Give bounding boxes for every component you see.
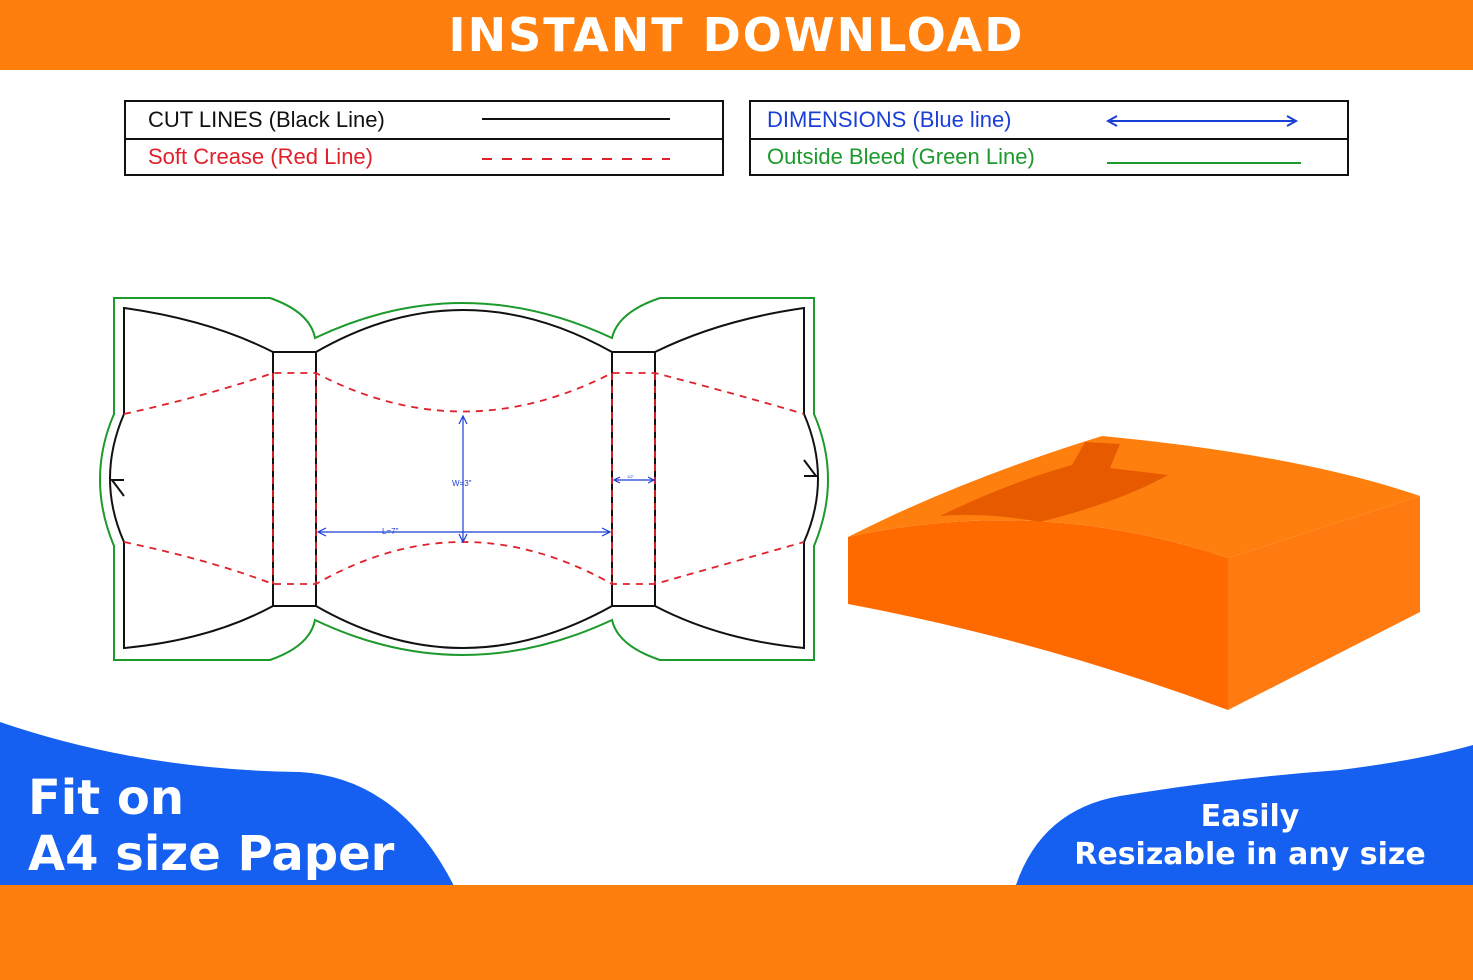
side-dimension-label: 1/2"	[627, 474, 635, 479]
box-top-face	[848, 436, 1420, 558]
top-banner: INSTANT DOWNLOAD	[0, 0, 1473, 70]
fit-a4-caption: Fit on A4 size Paper	[28, 770, 394, 882]
bleed-outline	[99, 297, 829, 661]
banner-title: INSTANT DOWNLOAD	[448, 8, 1025, 62]
legend-left: CUT LINES (Black Line) Soft Crease (Red …	[124, 100, 724, 176]
box-front-face	[848, 520, 1228, 710]
legend-dimensions-row: DIMENSIONS (Blue line)	[751, 102, 1347, 138]
legend-right: DIMENSIONS (Blue line) Outside Bleed (Gr…	[749, 100, 1349, 176]
cut-line-sample	[482, 118, 670, 120]
width-dimension-label: W=3"	[452, 479, 472, 488]
bleed-line-sample	[1107, 162, 1301, 164]
bottom-bar	[0, 885, 1473, 980]
legend-cut-row: CUT LINES (Black Line)	[126, 102, 722, 138]
legend-bleed-row: Outside Bleed (Green Line)	[751, 138, 1347, 174]
cut-outline	[109, 306, 819, 650]
resizable-line2: Resizable in any size	[1074, 837, 1426, 872]
legend-crease-label: Soft Crease (Red Line)	[148, 144, 373, 169]
legend-bleed-label: Outside Bleed (Green Line)	[767, 144, 1035, 169]
fit-a4-line1: Fit on	[28, 770, 185, 826]
length-dimension-label: L=7"	[382, 527, 399, 536]
resizable-caption: Easily Resizable in any size	[1040, 798, 1460, 874]
footer-swoosh-right	[1015, 745, 1473, 888]
legend-dimensions-label: DIMENSIONS (Blue line)	[767, 107, 1012, 132]
box-3d-illustration	[848, 436, 1420, 710]
box-side-face	[1228, 496, 1420, 710]
legend-crease-row: Soft Crease (Red Line)	[126, 138, 722, 174]
resizable-line1: Easily	[1200, 799, 1300, 834]
dimension-lines	[316, 414, 656, 544]
fit-a4-line2: A4 size Paper	[28, 826, 395, 882]
box-tuck-flap	[940, 442, 1168, 522]
footer-swoosh-left	[0, 722, 455, 888]
dimension-line-sample	[1105, 115, 1299, 127]
legend-cut-label: CUT LINES (Black Line)	[148, 107, 385, 132]
dieline: W=3" L=7" 1/2"	[99, 297, 829, 661]
